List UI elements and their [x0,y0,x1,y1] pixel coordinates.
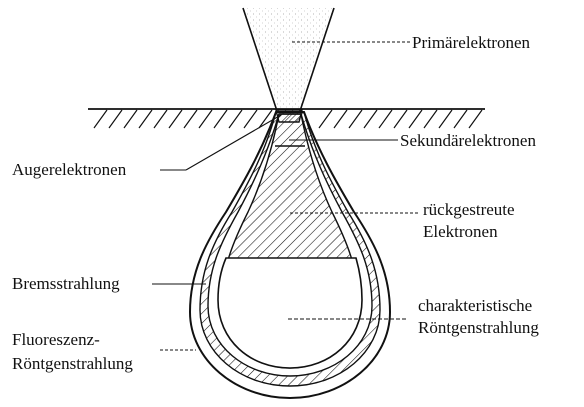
surface-hatch-mark [424,110,437,128]
surface-hatch-mark [109,110,122,128]
surface-hatch-mark [214,110,227,128]
label-bremsstrahlung: Bremsstrahlung [12,274,120,294]
surface-hatch-mark [349,110,362,128]
surface-hatch-mark [94,110,107,128]
label-backscattered-line2: Elektronen [423,222,498,242]
surface-hatch-mark [454,110,467,128]
label-characteristic-line1: charakteristische [418,296,532,316]
label-fluorescence-line2: Röntgenstrahlung [12,354,133,374]
surface-hatch-mark [124,110,137,128]
surface-hatch-mark [469,110,482,128]
surface-hatch-mark [319,110,332,128]
label-characteristic-line2: Röntgenstrahlung [418,318,539,338]
label-secondary-electrons: Sekundärelektronen [400,131,536,151]
surface-hatch-mark [334,110,347,128]
surface-hatch-mark [379,110,392,128]
label-fluorescence-line1: Fluoreszenz- [12,330,100,350]
surface-hatch-mark [184,110,197,128]
label-primary-electrons: Primärelektronen [412,33,530,53]
primary-electron-beam [243,8,334,111]
surface-hatch-mark [169,110,182,128]
surface-hatch-mark [439,110,452,128]
surface-hatch-mark [154,110,167,128]
surface-hatch-mark [394,110,407,128]
label-auger-electrons: Augerelektronen [12,160,126,180]
surface-hatch-mark [244,110,257,128]
surface-hatch-mark [409,110,422,128]
surface-hatch-mark [139,110,152,128]
surface-hatch-mark [364,110,377,128]
label-backscattered-line1: rückgestreute [423,200,515,220]
surface-hatch-mark [229,110,242,128]
surface-hatch-mark [199,110,212,128]
